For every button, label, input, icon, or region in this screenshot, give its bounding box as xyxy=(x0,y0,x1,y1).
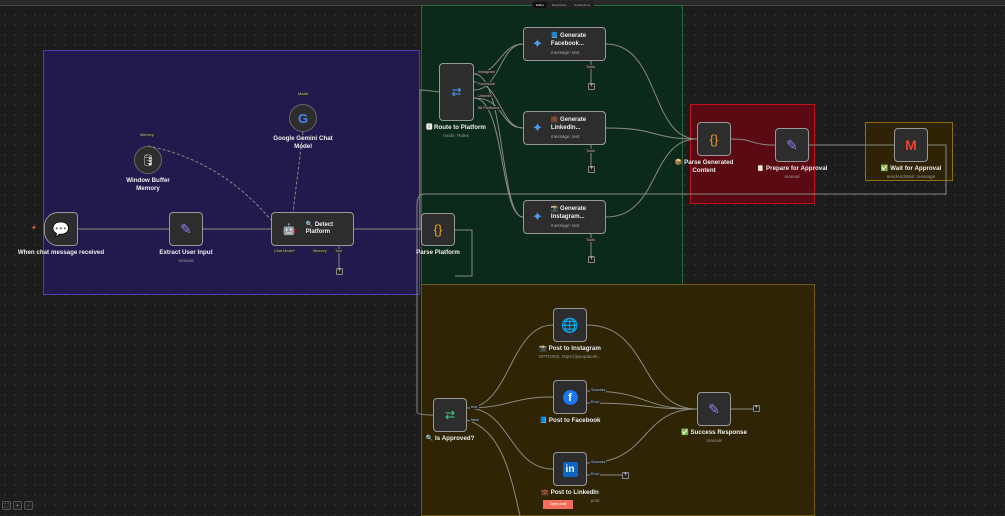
model-port-label: Model xyxy=(297,92,310,96)
gemini-sparkle-icon: ✦ xyxy=(532,209,543,224)
route-out-all: All Platforms xyxy=(477,106,501,110)
post-to-instagram-node[interactable]: 🌐 xyxy=(553,308,587,342)
view-tabs: Editor Executions Evaluations xyxy=(532,1,595,9)
zoom-in-button[interactable]: + xyxy=(13,501,22,510)
detect-platform-node[interactable]: 🤖 🔍 Detect Platform xyxy=(271,212,354,246)
extract-sub: manual xyxy=(178,258,194,263)
chat-trigger-node[interactable]: 💬 xyxy=(44,212,78,246)
chat-icon: 💬 xyxy=(52,220,70,237)
globe-icon: 🌐 xyxy=(561,316,579,333)
gmail-icon: M xyxy=(905,137,917,153)
gen-fb-add-tool[interactable]: + xyxy=(588,83,595,90)
post-li-add-button[interactable]: + xyxy=(622,472,629,479)
tab-evaluations[interactable]: Evaluations xyxy=(574,3,591,7)
route-label: 🆇 Route to Platform xyxy=(426,124,486,131)
robot-icon: 🤖 xyxy=(282,223,296,236)
generate-instagram-node[interactable]: ✦ 📸 Generate Instagram... message: text xyxy=(523,200,606,234)
gemini-model-node[interactable]: G xyxy=(289,104,317,132)
gen-ig-sub: message: text xyxy=(550,222,580,228)
gen-fb-sub: message: text xyxy=(550,49,580,55)
post-to-linkedin-node[interactable]: in xyxy=(553,452,587,486)
success-sub: manual xyxy=(706,438,722,443)
memory-label: Window Buffer Memory xyxy=(126,177,170,192)
pencil-icon: ✎ xyxy=(180,220,192,237)
zoom-out-button[interactable]: − xyxy=(24,501,33,510)
post-fb-error: Error xyxy=(590,400,601,404)
post-li-error: Error xyxy=(590,472,601,476)
gen-li-sub: message: text xyxy=(550,133,580,139)
success-add-button[interactable]: + xyxy=(753,405,760,412)
parse-content-label: 📦 Parse Generated Content xyxy=(674,159,734,174)
port-chat-model: Chat Model* xyxy=(273,249,296,253)
facebook-icon: f xyxy=(562,389,578,405)
approved-label: 🔍 Is Approved? xyxy=(425,435,475,442)
prepare-sub: manual xyxy=(784,174,800,179)
extract-user-input-node[interactable]: ✎ xyxy=(169,212,203,246)
tab-editor[interactable]: Editor xyxy=(533,2,547,8)
signpost-icon: ⇄ xyxy=(451,85,462,99)
parse-platform-node[interactable]: {} xyxy=(421,213,455,246)
memory-port-label: Memory xyxy=(139,133,155,137)
port-tool: Tool xyxy=(334,249,343,253)
generate-facebook-node[interactable]: ✦ 📘 Generate Facebook... message: text xyxy=(523,27,606,61)
parse-platform-label: Parse Platform xyxy=(416,249,460,256)
zoom-fit-button[interactable]: ⛶ xyxy=(2,501,11,510)
post-fb-label: 📘 Post to Facebook xyxy=(539,417,601,424)
success-label: ✅ Success Response xyxy=(681,429,747,436)
approved-out-true: true xyxy=(470,405,479,409)
chat-trigger-label: When chat message received xyxy=(17,249,105,256)
google-icon: G xyxy=(297,110,309,126)
database-icon: 🛢 xyxy=(141,154,155,167)
sticky-note-purple[interactable] xyxy=(43,50,420,295)
parse-generated-content-node[interactable]: {} xyxy=(697,122,731,156)
gen-li-add-tool[interactable]: + xyxy=(588,166,595,173)
approved-out-false: false xyxy=(470,418,481,422)
pencil-icon: ✎ xyxy=(708,400,720,417)
success-response-node[interactable]: ✎ xyxy=(697,392,731,426)
post-ig-sub: OPTIONS: https://jsonplaceh... xyxy=(538,354,602,359)
detect-label: 🔍 Detect Platform xyxy=(305,221,334,235)
post-li-success: Success xyxy=(590,460,607,464)
wait-label: ✅ Wait for Approval xyxy=(880,165,942,172)
braces-icon: {} xyxy=(433,222,443,237)
route-out-linkedin: LinkedIn xyxy=(477,94,494,98)
open-chat-button[interactable]: Open chat xyxy=(543,500,573,509)
post-li-label: 💼 Post to LinkedIn xyxy=(541,489,599,496)
gemini-label: Google Gemini Chat Model xyxy=(273,135,333,150)
gen-ig-label: 📸 Generate Instagram... xyxy=(550,206,587,220)
gen-ig-add-tool[interactable]: + xyxy=(588,256,595,263)
gen-ig-tools: Tools xyxy=(585,238,596,242)
post-to-facebook-node[interactable]: f xyxy=(553,380,587,414)
route-sub: mode: Rules xyxy=(443,133,469,138)
route-out-instagram: Instagram xyxy=(477,70,496,74)
linkedin-icon: in xyxy=(562,461,578,477)
wait-for-approval-node[interactable]: M xyxy=(894,128,928,162)
gen-fb-label: 📘 Generate Facebook... xyxy=(550,33,587,47)
gemini-sparkle-icon: ✦ xyxy=(532,120,543,135)
prepare-for-approval-node[interactable]: ✎ xyxy=(775,128,809,162)
post-li-sub: post xyxy=(590,498,600,503)
port-memory: Memory xyxy=(312,249,328,253)
route-out-facebook: Facebook xyxy=(477,82,496,86)
wait-sub: sendAndWait: message xyxy=(886,174,936,179)
add-tool-button[interactable]: + xyxy=(336,268,343,275)
post-fb-success: Success xyxy=(590,388,607,392)
gen-li-label: 💼 Generate LinkedIn... xyxy=(550,117,587,131)
gemini-sparkle-icon: ✦ xyxy=(532,36,543,51)
trigger-bolt-icon: ✦ xyxy=(31,225,37,232)
prepare-label: 📋 Prepare for Approval xyxy=(756,165,828,172)
extract-label: Extract User Input xyxy=(159,249,213,256)
pencil-icon: ✎ xyxy=(786,136,798,153)
generate-linkedin-node[interactable]: ✦ 💼 Generate LinkedIn... message: text xyxy=(523,111,606,145)
braces-icon: {} xyxy=(709,131,719,147)
gen-fb-tools: Tools xyxy=(585,65,596,69)
signpost-icon: ⇄ xyxy=(444,408,456,422)
route-to-platform-node[interactable]: ⇄ xyxy=(439,63,474,121)
tab-executions[interactable]: Executions xyxy=(551,3,567,7)
gen-li-tools: Tools xyxy=(585,149,596,153)
window-buffer-memory-node[interactable]: 🛢 xyxy=(134,146,162,174)
is-approved-node[interactable]: ⇄ xyxy=(433,398,467,432)
post-ig-label: 📸 Post to Instagram xyxy=(539,345,601,352)
